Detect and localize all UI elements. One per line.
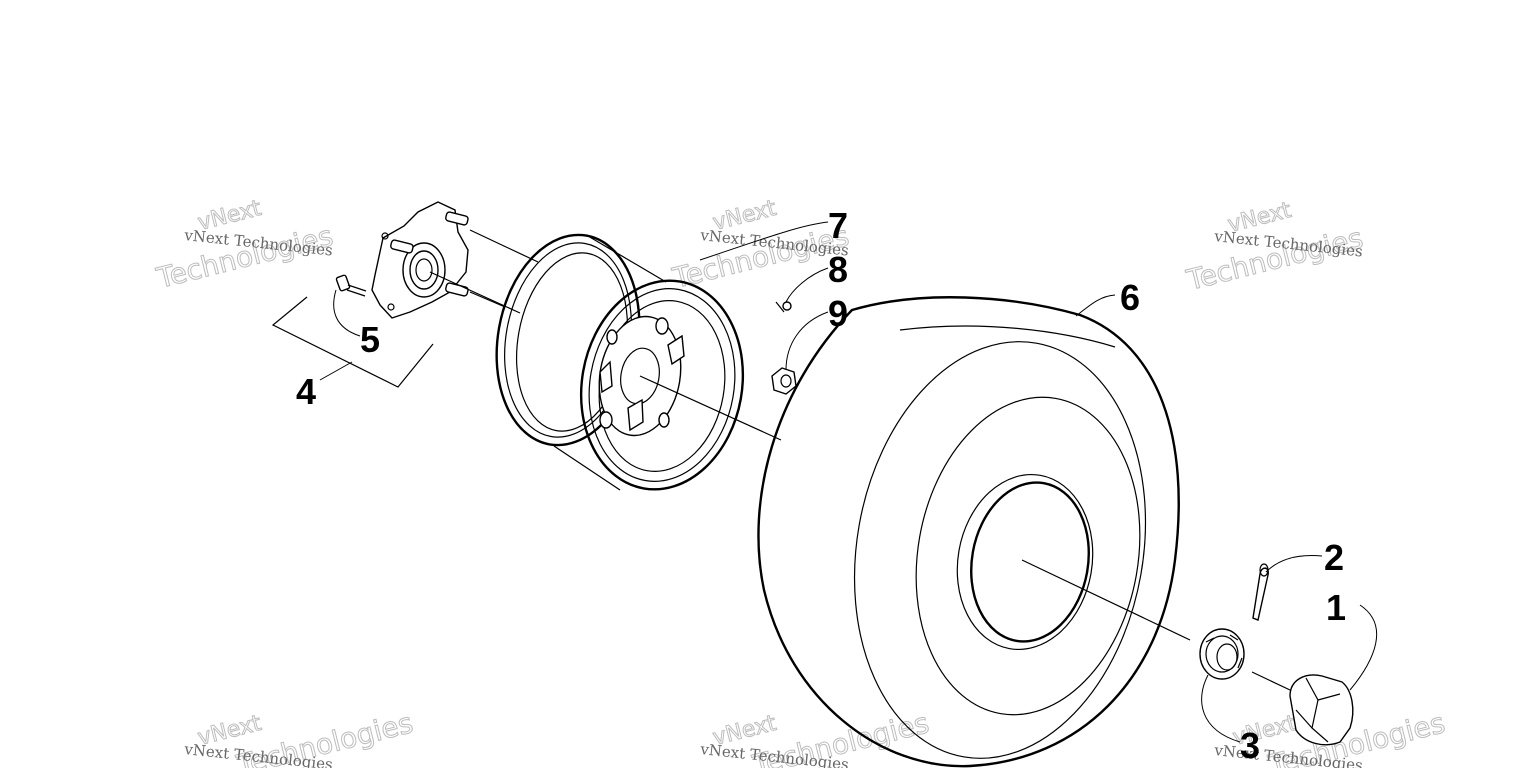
watermark-top-left: vNext Technologies vNext Technologies bbox=[152, 195, 336, 295]
axis-line-hub-rim-1 bbox=[469, 229, 539, 263]
castle-nut-part-3 bbox=[1199, 628, 1245, 743]
callout-1: 1 bbox=[1326, 587, 1346, 628]
callout-7: 7 bbox=[828, 205, 848, 246]
leader-part-6 bbox=[1075, 294, 1116, 317]
wheel-bolt-part-5 bbox=[333, 274, 367, 337]
wheel-hub bbox=[371, 201, 469, 319]
hub-cap-part-1 bbox=[1289, 604, 1378, 746]
svg-text:Technologies: Technologies bbox=[669, 219, 852, 295]
lug-nut-part-9 bbox=[771, 311, 829, 395]
bracket-part-4 bbox=[271, 296, 434, 388]
axis-line-nut-cap bbox=[1251, 671, 1291, 691]
watermark-top-center: vNext Technologies vNext Technologies bbox=[668, 195, 852, 295]
axis-line-tire-nut bbox=[1021, 559, 1191, 641]
watermark-top-right: vNext Technologies vNext Technologies bbox=[1182, 197, 1366, 297]
callout-8: 8 bbox=[828, 249, 848, 290]
callout-labels: 1 2 3 4 5 6 7 8 9 bbox=[296, 205, 1346, 766]
callout-6: 6 bbox=[1120, 277, 1140, 318]
svg-text:Technologies: Technologies bbox=[153, 219, 336, 295]
tire-part-6 bbox=[757, 296, 1180, 768]
leader-part-7 bbox=[699, 221, 829, 261]
valve-stem-part-8 bbox=[775, 267, 829, 313]
callout-9: 9 bbox=[828, 293, 848, 334]
callout-2: 2 bbox=[1324, 537, 1344, 578]
cotter-pin-part-2 bbox=[1252, 555, 1323, 621]
watermark-bottom-left: vNext Technologies vNext Technologies bbox=[183, 706, 417, 768]
callout-4: 4 bbox=[296, 371, 316, 412]
axis-line-hub-rim-2 bbox=[469, 291, 506, 308]
callout-5: 5 bbox=[360, 319, 380, 360]
callout-3: 3 bbox=[1240, 725, 1260, 766]
axis-line-rim-tire bbox=[639, 375, 782, 441]
